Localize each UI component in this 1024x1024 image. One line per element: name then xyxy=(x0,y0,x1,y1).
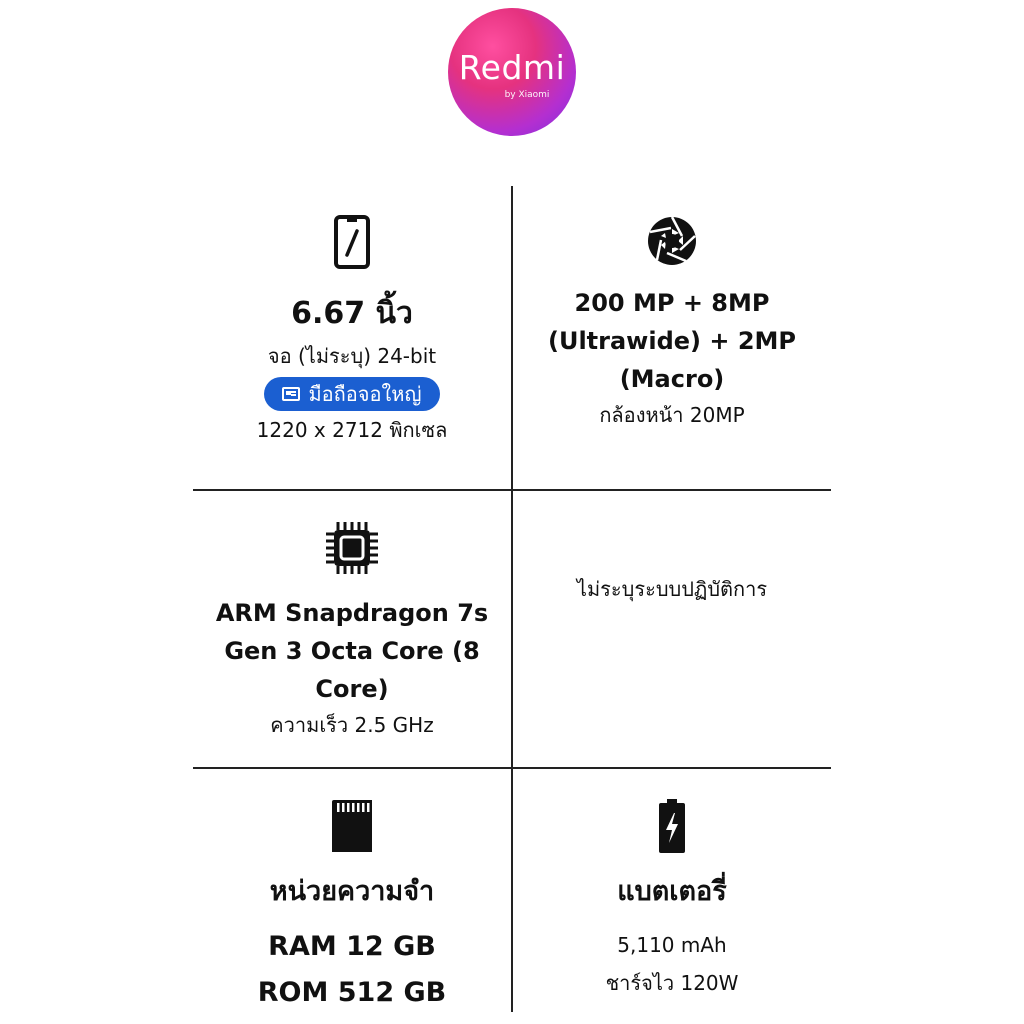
battery-charging-icon xyxy=(659,799,685,853)
memory-spec-cell: หน่วยความจำ RAM 12 GB ROM 512 GB xyxy=(193,798,511,1016)
cpu-line3: Core) xyxy=(315,675,389,703)
cpu-line2: Gen 3 Octa Core (8 xyxy=(224,637,480,665)
os-text: ไม่ระบุระบบปฏิบัติการ xyxy=(576,577,768,601)
display-panel: จอ (ไม่ระบุ) 24-bit xyxy=(267,344,437,368)
grid-divider-row1 xyxy=(193,489,831,491)
memory-rom: ROM 512 GB xyxy=(257,977,447,1008)
memory-ram: RAM 12 GB xyxy=(268,931,436,962)
battery-charging: ชาร์จไว 120W xyxy=(605,971,739,995)
large-phone-badge[interactable]: มือถือจอใหญ่ xyxy=(264,377,440,411)
main-camera-line1: 200 MP + 8MP xyxy=(574,289,770,317)
cpu-chip-icon xyxy=(326,522,378,574)
redmi-logo: Redmi by Xiaomi xyxy=(448,8,576,136)
grid-vertical-divider xyxy=(511,186,513,1012)
main-camera-line2: (Ultrawide) + 2MP xyxy=(547,327,796,355)
display-size: 6.67 นิ้ว xyxy=(291,296,413,331)
camera-aperture-icon xyxy=(648,216,696,265)
display-resolution: 1220 x 2712 พิกเซล xyxy=(256,418,448,442)
battery-title: แบตเตอรี่ xyxy=(617,876,727,907)
processor-spec-cell: ARM Snapdragon 7s Gen 3 Octa Core (8 Cor… xyxy=(193,520,511,740)
smartphone-icon xyxy=(334,215,370,269)
memory-title: หน่วยความจำ xyxy=(269,876,435,907)
memory-card-icon xyxy=(332,800,372,852)
front-camera: กล้องหน้า 20MP xyxy=(599,403,745,427)
display-spec-cell: 6.67 นิ้ว จอ (ไม่ระบุ) 24-bit มือถือจอให… xyxy=(193,214,511,445)
badge-label: มือถือจอใหญ่ xyxy=(308,382,422,406)
logo-tagline: by Xiaomi xyxy=(504,89,550,100)
article-icon xyxy=(282,387,301,401)
os-spec-cell: ไม่ระบุระบบปฏิบัติการ xyxy=(513,574,831,604)
cpu-speed: ความเร็ว 2.5 GHz xyxy=(270,713,434,737)
battery-capacity: 5,110 mAh xyxy=(617,933,727,957)
battery-spec-cell: แบตเตอรี่ 5,110 mAh ชาร์จไว 120W xyxy=(513,798,831,1002)
cpu-line1: ARM Snapdragon 7s xyxy=(215,599,489,627)
main-camera-line3: (Macro) xyxy=(619,365,725,393)
grid-divider-row2 xyxy=(193,767,831,769)
camera-spec-cell: 200 MP + 8MP (Ultrawide) + 2MP (Macro) ก… xyxy=(513,214,831,430)
logo-brand: Redmi xyxy=(458,47,566,87)
